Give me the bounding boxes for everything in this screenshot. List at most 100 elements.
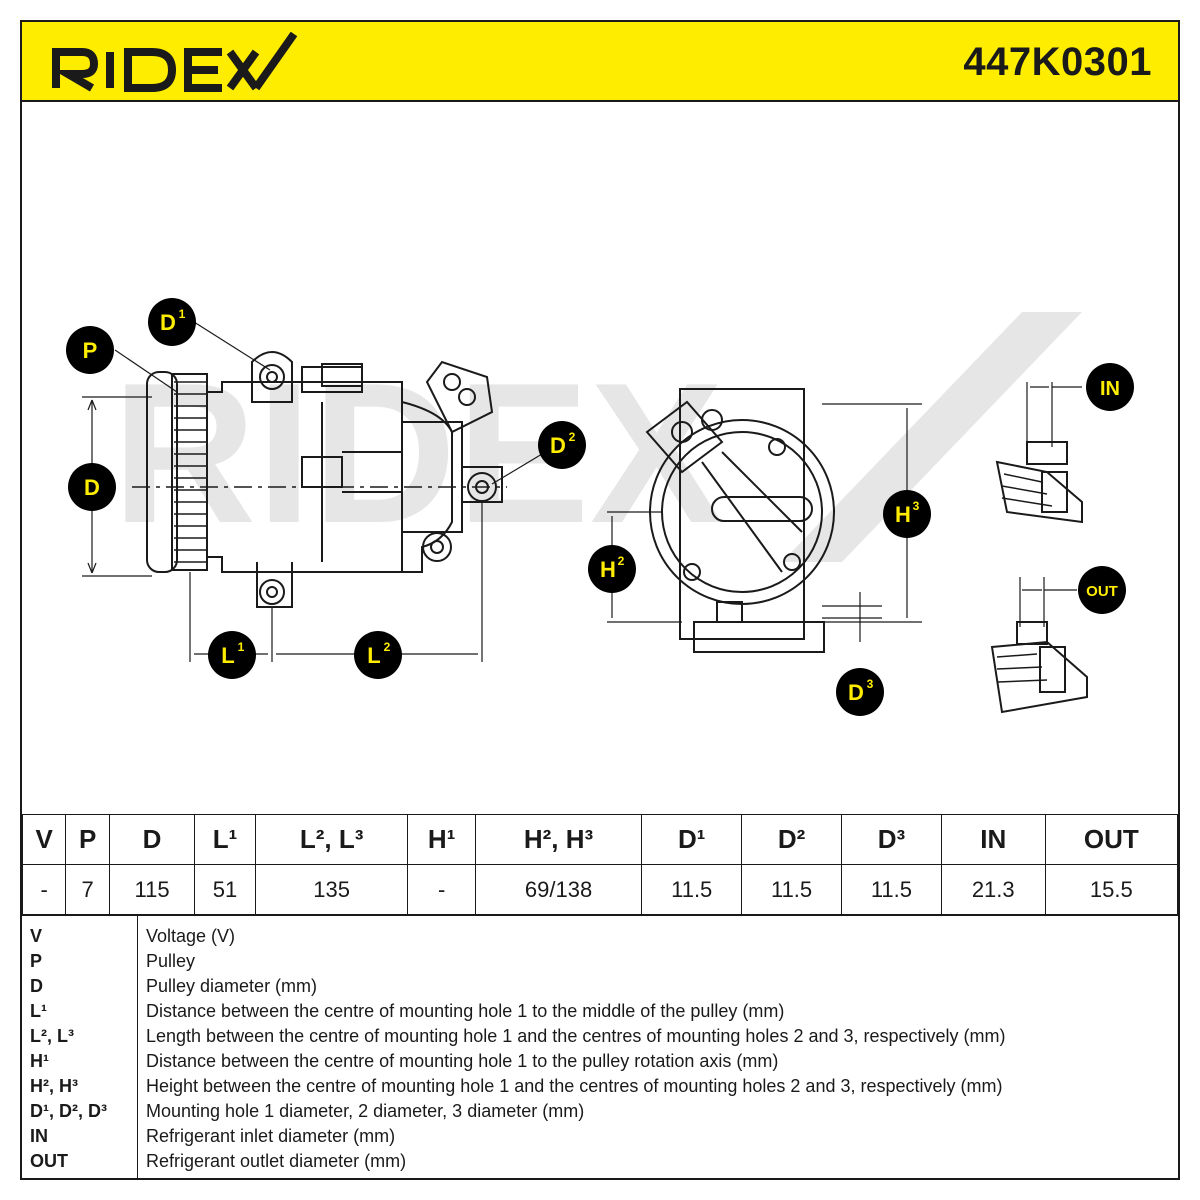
legend-desc: Length between the centre of mounting ho… <box>146 1026 1006 1046</box>
legend-row: V Voltage (V) <box>22 926 1178 951</box>
spec-header-cell: OUT <box>1044 814 1179 865</box>
callout-OUT: OUT <box>1078 566 1126 614</box>
legend-desc: Pulley diameter (mm) <box>146 976 318 996</box>
spec-header-cell: D¹ <box>641 814 743 865</box>
spec-header-cell: P <box>65 814 110 865</box>
legend-divider <box>137 916 138 1179</box>
spec-header-cell: D <box>108 814 196 865</box>
spec-table: V P D L¹ L², L³ H¹ H², H³ D¹ D² D³ IN OU… <box>21 814 1179 915</box>
legend-key: V <box>30 926 43 946</box>
watermark-text: RIDEX <box>112 342 723 565</box>
spec-value-cell: 21.3 <box>940 864 1046 915</box>
svg-text:3: 3 <box>913 499 920 513</box>
svg-text:2: 2 <box>384 640 391 654</box>
callout-P: P <box>66 326 114 374</box>
svg-text:D: D <box>848 680 864 705</box>
spec-header-cell: H², H³ <box>474 814 643 865</box>
legend-key: P <box>30 951 43 971</box>
technical-drawing: RIDEX <box>22 102 1178 814</box>
svg-text:D: D <box>550 433 566 458</box>
svg-text:1: 1 <box>238 640 245 654</box>
watermark-slash <box>782 312 1082 562</box>
callout-L1: L 1 <box>208 631 256 679</box>
legend-row: H¹ Distance between the centre of mounti… <box>22 1051 1178 1076</box>
legend-row: L¹ Distance between the centre of mounti… <box>22 1001 1178 1026</box>
spec-value-cell: 7 <box>65 864 110 915</box>
document-frame: 447K0301 RIDEX <box>20 20 1180 1180</box>
legend-desc: Distance between the centre of mounting … <box>146 1001 785 1021</box>
legend-row: D¹, D², D³ Mounting hole 1 diameter, 2 d… <box>22 1101 1178 1126</box>
legend-row: P Pulley <box>22 951 1178 976</box>
spec-header-cell: V <box>21 814 67 865</box>
spec-value-cell: 69/138 <box>474 864 643 915</box>
compressor-drawing: RIDEX <box>66 298 1134 716</box>
legend-desc: Refrigerant inlet diameter (mm) <box>146 1126 396 1146</box>
spec-value-cell: 11.5 <box>841 864 942 915</box>
spec-value-cell: 135 <box>254 864 409 915</box>
legend-row: H², H³ Height between the centre of moun… <box>22 1076 1178 1101</box>
callout-H3: H 3 <box>883 490 931 538</box>
spec-header-cell: H¹ <box>407 814 476 865</box>
spec-header-cell: D² <box>741 814 842 865</box>
inlet-fitting-view <box>995 441 1083 524</box>
svg-text:L: L <box>221 643 234 668</box>
callout-D3: D 3 <box>836 668 884 716</box>
svg-text:D: D <box>84 475 100 500</box>
legend-desc: Mounting hole 1 diameter, 2 diameter, 3 … <box>146 1101 585 1121</box>
svg-text:P: P <box>83 338 98 363</box>
spec-value-cell: 51 <box>194 864 256 915</box>
spec-value-cell: 115 <box>108 864 196 915</box>
spec-value-cell: 11.5 <box>641 864 743 915</box>
watermark: RIDEX <box>112 312 1082 565</box>
legend-desc: Voltage (V) <box>146 926 236 946</box>
spec-header-cell: L², L³ <box>254 814 409 865</box>
legend: V Voltage (V) P Pulley D Pulley diameter… <box>22 915 1178 1179</box>
svg-text:H: H <box>895 502 911 527</box>
legend-key: OUT <box>30 1151 68 1171</box>
callout-D: D <box>68 463 116 511</box>
svg-text:L: L <box>367 643 380 668</box>
callout-D2: D 2 <box>538 421 586 469</box>
legend-desc: Pulley <box>146 951 196 971</box>
spec-header-cell: IN <box>940 814 1046 865</box>
svg-text:H: H <box>600 557 616 582</box>
legend-key: H¹ <box>30 1051 49 1071</box>
svg-text:1: 1 <box>179 307 186 321</box>
callout-L2: L 2 <box>354 631 402 679</box>
spec-header-cell: D³ <box>841 814 942 865</box>
header-bar: 447K0301 <box>22 22 1178 102</box>
spec-value-cell: 11.5 <box>741 864 842 915</box>
compressor-front-view <box>645 388 835 653</box>
svg-text:3: 3 <box>867 677 874 691</box>
callout-D1: D 1 <box>148 298 196 346</box>
svg-text:2: 2 <box>569 430 576 444</box>
spec-header-cell: L¹ <box>194 814 256 865</box>
svg-text:IN: IN <box>1100 378 1120 400</box>
legend-row: IN Refrigerant inlet diameter (mm) <box>22 1126 1178 1151</box>
legend-desc: Height between the centre of mounting ho… <box>146 1076 1003 1096</box>
part-number: 447K0301 <box>963 40 1152 84</box>
legend-desc: Distance between the centre of mounting … <box>146 1051 779 1071</box>
legend-key: D <box>30 976 43 996</box>
svg-text:2: 2 <box>618 554 625 568</box>
svg-text:D: D <box>160 310 176 335</box>
spec-value-cell: - <box>407 864 476 915</box>
spec-value-cell: - <box>21 864 67 915</box>
legend-key: L¹ <box>30 1001 47 1021</box>
legend-row: L², L³ Length between the centre of moun… <box>22 1026 1178 1051</box>
svg-text:OUT: OUT <box>1086 583 1118 600</box>
legend-key: D¹, D², D³ <box>30 1101 107 1121</box>
spec-value-row: - 7 115 51 135 - 69/138 11.5 11.5 11.5 2… <box>21 864 1179 915</box>
dimension-lines <box>82 321 1082 662</box>
callout-H2: H 2 <box>588 545 636 593</box>
legend-key: IN <box>30 1126 48 1146</box>
legend-key: L², L³ <box>30 1026 74 1046</box>
outlet-fitting-view <box>990 621 1088 714</box>
legend-desc: Refrigerant outlet diameter (mm) <box>146 1151 407 1171</box>
legend-row: OUT Refrigerant outlet diameter (mm) <box>22 1151 1178 1176</box>
ridex-logo <box>52 32 298 92</box>
spec-header-row: V P D L¹ L², L³ H¹ H², H³ D¹ D² D³ IN OU… <box>21 814 1179 865</box>
spec-value-cell: 15.5 <box>1044 864 1179 915</box>
legend-row: D Pulley diameter (mm) <box>22 976 1178 1001</box>
callout-IN: IN <box>1086 363 1134 411</box>
